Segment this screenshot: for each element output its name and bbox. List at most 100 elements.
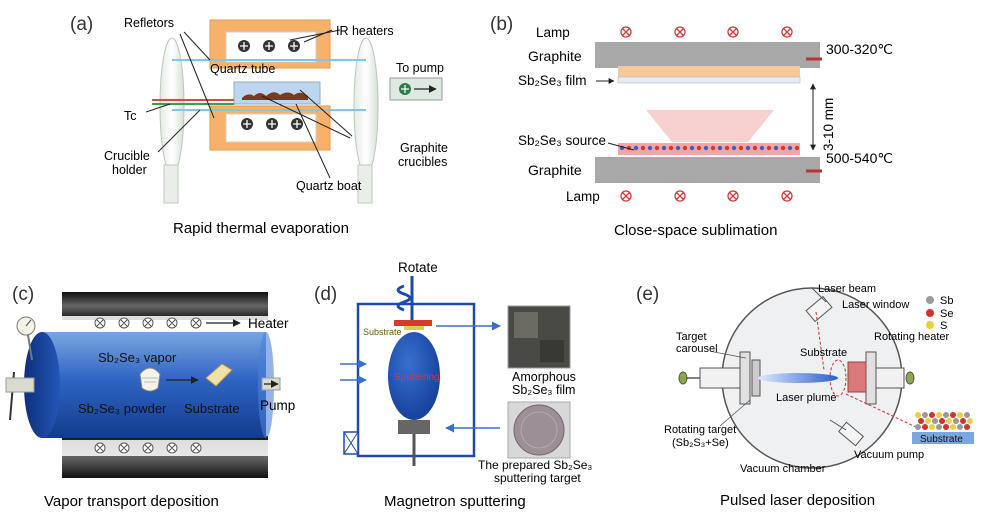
label-rotating-target-2: (Sb₂S₃+Se) — [672, 437, 729, 449]
atom — [950, 412, 956, 418]
atom — [964, 424, 970, 430]
right-flange — [353, 37, 379, 175]
panel-b-caption: Close-space sublimation — [614, 222, 777, 239]
vacuum-pump-port — [838, 421, 864, 447]
source-particle — [689, 145, 695, 151]
rotating-heater-arm — [873, 367, 905, 389]
right-leg — [357, 164, 373, 204]
source-particle — [773, 145, 779, 151]
atom — [967, 418, 973, 424]
source-particle — [633, 145, 639, 151]
label-graphite-bottom: Graphite — [528, 162, 582, 178]
atom — [922, 424, 928, 430]
ir-heater-lamps-bottom — [241, 118, 303, 130]
source-particle — [675, 145, 681, 151]
atom — [922, 412, 928, 418]
label-sputtering: Sputtering — [394, 372, 440, 383]
deposited-atoms — [915, 412, 973, 430]
legend-sb-dot — [926, 296, 934, 304]
panel-d: (d) Rotate Substrate Sputtering Amorphou… — [314, 260, 592, 510]
sputtering-plasma — [388, 332, 440, 420]
source-particle — [745, 145, 751, 151]
label-reflectors: Refletors — [124, 16, 174, 30]
heater-top — [62, 292, 268, 320]
legend-s-dot — [926, 321, 934, 329]
label-heater: Heater — [248, 316, 289, 331]
source-particles — [619, 145, 800, 151]
panel-b: (b) Lamp Graphite 300-320℃ Sb₂Se₃ film 3… — [490, 14, 893, 239]
atom — [957, 412, 963, 418]
label-quartz-tube: Quartz tube — [210, 62, 275, 76]
panel-a-caption: Rapid thermal evaporation — [173, 220, 349, 237]
label-film: Sb₂Se₃ film — [518, 73, 587, 88]
label-target-2: sputtering target — [494, 471, 581, 485]
label-lamp-bottom: Lamp — [566, 189, 600, 204]
substrate-d — [404, 326, 424, 330]
substrate-zoom-box — [912, 432, 974, 444]
source-particle — [794, 145, 800, 151]
tube-end-cap — [24, 332, 60, 438]
graphite-crucible-material — [242, 92, 308, 100]
label-target-carousel-2: carousel — [676, 343, 718, 355]
source-particle — [654, 145, 660, 151]
label-substrate-c: Substrate — [184, 401, 240, 416]
ir-heater-lamps-top — [238, 40, 300, 52]
label-ir-heaters: IR heaters — [336, 24, 394, 38]
panel-d-letter: (d) — [314, 284, 337, 305]
label-temp-top: 300-320℃ — [826, 41, 893, 57]
label-rotate: Rotate — [398, 260, 438, 275]
label-graphite-crucibles-2: crucibles — [398, 155, 447, 169]
panel-d-caption: Magnetron sputtering — [384, 493, 526, 510]
label-legend-sb: Sb — [940, 295, 953, 307]
substrate-holder — [394, 320, 432, 326]
atom — [932, 418, 938, 424]
panel-c: (c) Heater — [5, 284, 295, 510]
rotating-heater — [847, 361, 867, 393]
label-substrate-box: Substrate — [920, 434, 963, 445]
laser-plume — [758, 373, 838, 383]
source-particle — [696, 145, 702, 151]
source-particle — [752, 145, 758, 151]
graphite-bottom-block — [595, 157, 820, 183]
label-pump: Pump — [260, 398, 295, 413]
atom — [918, 418, 924, 424]
atom — [929, 424, 935, 430]
right-knob — [905, 371, 915, 385]
atom — [960, 418, 966, 424]
panel-e-caption: Pulsed laser deposition — [720, 492, 875, 509]
panel-a-letter: (a) — [70, 14, 93, 35]
label-amorphous-1: Amorphous — [512, 370, 576, 384]
label-legend-s: S — [940, 320, 947, 332]
label-vacuum-pump: Vacuum pump — [854, 449, 924, 461]
atom — [964, 412, 970, 418]
label-rotating-target-1: Rotating target — [664, 424, 736, 436]
label-rotating-heater: Rotating heater — [874, 331, 950, 343]
panel-c-letter: (c) — [12, 284, 34, 305]
label-laser-beam: Laser beam — [818, 283, 876, 295]
label-amorphous-2: Sb₂Se₃ film — [512, 383, 575, 397]
source-particle — [766, 145, 772, 151]
sputter-target — [398, 420, 430, 434]
source-particle — [759, 145, 765, 151]
atom — [915, 412, 921, 418]
label-graphite-top: Graphite — [528, 48, 582, 64]
left-knob — [678, 371, 688, 385]
panel-e: (e) Laser beam Laser window Target carou… — [636, 283, 974, 509]
label-substrate-d: Substrate — [363, 327, 402, 337]
label-graphite-crucibles-1: Graphite — [400, 141, 448, 155]
label-crucible-holder-2: holder — [112, 163, 147, 177]
legend-se-dot — [926, 309, 934, 317]
source-particle — [703, 145, 709, 151]
left-leg — [163, 164, 179, 204]
powder-crucible — [139, 367, 161, 392]
source-particle — [780, 145, 786, 151]
label-gap: 3-10 mm — [821, 98, 836, 151]
atom — [950, 424, 956, 430]
graphite-top-block — [595, 42, 820, 68]
sb2se3-film — [618, 66, 800, 77]
label-to-pump: To pump — [396, 61, 444, 75]
label-legend-se: Se — [940, 308, 953, 320]
atom — [957, 424, 963, 430]
panel-e-letter: (e) — [636, 284, 659, 305]
